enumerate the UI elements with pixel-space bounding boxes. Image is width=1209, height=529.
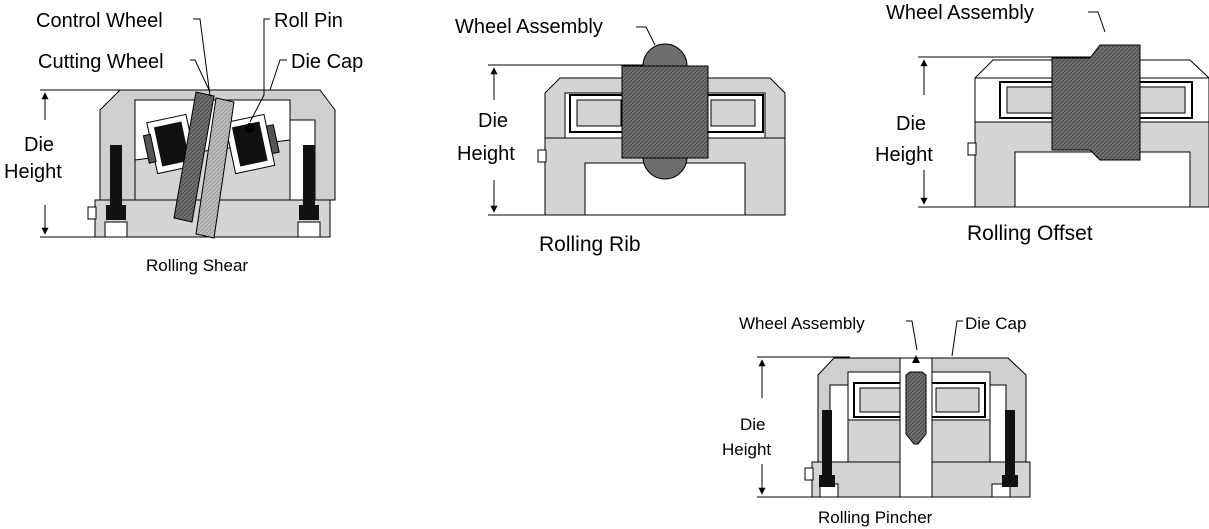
label-height-rib: Height (457, 143, 515, 165)
label-control-wheel: Control Wheel (36, 10, 163, 32)
caption-rolling-offset: Rolling Offset (967, 222, 1093, 245)
label-height-pincher: Height (722, 440, 771, 459)
label-die-rib: Die (478, 110, 508, 132)
label-die-pincher: Die (740, 415, 766, 434)
label-wheel-assembly-pincher: Wheel Assembly (739, 314, 865, 333)
rolling-rib-diagram (488, 26, 786, 216)
caption-rolling-shear: Rolling Shear (146, 256, 248, 275)
label-die-cap-pincher: Die Cap (965, 314, 1026, 333)
label-roll-pin: Roll Pin (274, 10, 343, 32)
rolling-pincher-diagram (757, 320, 1031, 498)
rolling-offset-diagram (918, 11, 1209, 208)
rolling-shear-diagram (40, 18, 336, 239)
label-die-offset: Die (896, 113, 926, 135)
label-height: Height (4, 161, 62, 183)
label-die: Die (24, 134, 54, 156)
caption-rolling-rib: Rolling Rib (539, 233, 641, 256)
label-die-cap: Die Cap (291, 51, 363, 73)
label-height-offset: Height (875, 144, 933, 166)
label-wheel-assembly-rib: Wheel Assembly (455, 16, 603, 38)
caption-rolling-pincher: Rolling Pincher (818, 508, 933, 527)
label-wheel-assembly-offset: Wheel Assembly (886, 2, 1034, 24)
label-cutting-wheel: Cutting Wheel (38, 51, 164, 73)
